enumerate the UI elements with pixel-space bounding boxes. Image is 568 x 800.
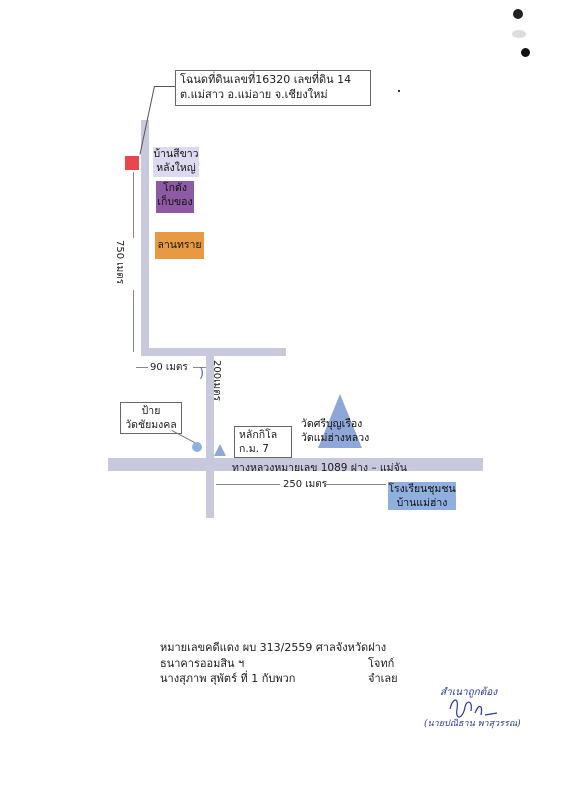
defendant-role: จำเลย [368,672,398,685]
certifier-name: (นายปณิธาน พาสุวรรณ) [424,719,521,729]
temple-label-1: วัดศรีบุญเรือง [301,418,363,430]
distance-250-line-right [324,484,386,485]
sand-yard-block: ลานทราย [155,232,204,259]
distance-90-label: 90 เมตร [150,362,188,373]
sign-box-line-2: วัดชัยมงคล [125,419,177,431]
distance-750-line-lower [133,290,134,352]
highway-label: ทางหลวงหมายเลข 1089 ฝาง – แม่จัน [232,462,407,474]
white-house-label-2: หลังใหญ่ [156,162,196,174]
distance-750-label: 750 เมตร [114,240,125,285]
road-connector-vertical [206,348,214,518]
scan-smudge [512,30,526,38]
distance-250-label: 250 เมตร [283,479,328,490]
deed-info-box: โฉนดที่ดินเลขที่16320 เลขที่ดิน 14 ต.แม่… [175,70,371,106]
deed-land-marker [125,156,139,170]
distance-750-line [133,172,134,238]
signature-scribble [449,699,498,718]
case-number-line: หมายเลขคดีแดง ผบ 313/2559 ศาลจังหวัดฝาง [160,641,387,654]
distance-90-line [136,367,148,368]
plaintiff-role: โจทก์ [368,657,395,670]
sign-box-line-1: ป้าย [141,405,161,417]
temple-label: วัดศรีบุญเรือง วัดแม่ฮ่างหลวง [301,417,381,445]
certified-copy-stamp: สำเนาถูกต้อง [440,687,498,698]
sign-leader [171,430,197,445]
warehouse-label-2: เก็บของ [157,196,193,208]
temple-label-2: วัดแม่ฮ่างหลวง [301,432,370,444]
road-north-vertical [141,120,149,355]
deed-line-1: โฉนดที่ดินเลขที่16320 เลขที่ดิน 14 [180,73,352,86]
km-marker-line-2: ก.ม. 7 [239,443,269,455]
deed-leader-h [154,86,175,87]
distance-250-line-left [216,484,280,485]
sand-yard-label: ลานทราย [157,239,202,251]
plaintiff-name: ธนาคารออมสิน ฯ [160,657,245,670]
sign-box: ป้าย วัดชัยมงคล [120,402,182,434]
scan-speck [398,90,400,92]
warehouse-block: โกดัง เก็บของ [156,181,194,213]
sign-dot-marker [192,442,202,452]
defendant-name: นางสุภาพ สุพัตร์ ที่ 1 กับพวก [160,672,296,685]
distance-200-label: 200เมตร [211,360,222,401]
km-marker-box: หลักกิโล ก.ม. 7 [234,426,292,458]
distance-90-line-right [193,367,206,368]
warehouse-label-1: โกดัง [163,182,187,194]
school-label-1: โรงเรียนชุมชน [388,483,456,495]
school-block: โรงเรียนชุมชน บ้านแม่ฮ่าง [388,482,456,510]
white-house-block: บ้านสีขาว หลังใหญ่ [153,147,199,177]
scan-dot-lower [521,48,530,57]
km-triangle-marker [214,444,226,456]
white-house-label-1: บ้านสีขาว [153,148,199,160]
deed-line-2: ต.แม่สาว อ.แม่อาย จ.เชียงใหม่ [180,88,328,101]
temple-triangle-icon [318,394,362,448]
school-label-2: บ้านแม่ฮ่าง [396,497,448,509]
highway-1089 [108,458,483,471]
scan-dot-top [513,9,523,19]
km-marker-line-1: หลักกิโล [239,429,278,441]
curve-bracket-icon: ) [199,366,205,381]
